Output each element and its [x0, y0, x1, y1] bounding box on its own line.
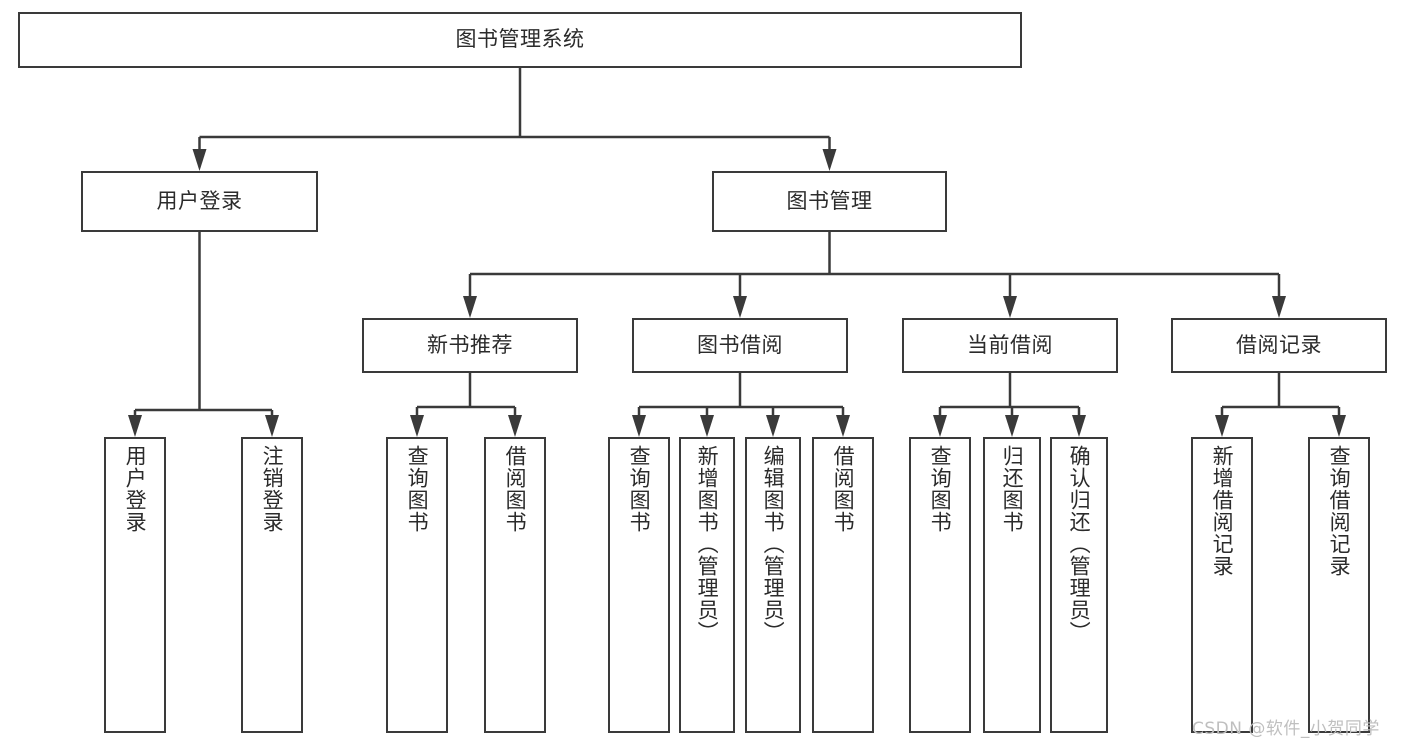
arrowhead-l3-new-book-rec — [463, 296, 477, 318]
arrowhead-leaf-confirm-return — [1072, 415, 1086, 437]
arrowhead-leaf-edit-book — [766, 415, 780, 437]
node-label: 借阅记录 — [1236, 332, 1322, 357]
node-leaf-query-book-1[interactable]: 查询图书 — [386, 437, 448, 733]
node-label: 查询图书 — [627, 445, 652, 533]
node-root[interactable]: 图书管理系统 — [18, 12, 1022, 68]
node-label: 借阅图书 — [831, 445, 856, 533]
arrowhead-leaf-user-login — [128, 415, 142, 437]
node-leaf-query-record[interactable]: 查询借阅记录 — [1308, 437, 1370, 733]
arrowhead-l3-current-borrow — [1003, 296, 1017, 318]
node-l3-borrow-record[interactable]: 借阅记录 — [1171, 318, 1387, 373]
arrowhead-leaf-query-record — [1332, 415, 1346, 437]
node-leaf-borrow-book-1[interactable]: 借阅图书 — [484, 437, 546, 733]
node-label: 用户登录 — [123, 445, 148, 533]
node-l2-user-login[interactable]: 用户登录 — [81, 171, 318, 232]
node-label: 当前借阅 — [967, 332, 1053, 357]
node-leaf-confirm-return[interactable]: 确认归还（管理员） — [1050, 437, 1108, 733]
arrowhead-l2-book-mgmt — [822, 149, 837, 171]
node-leaf-add-book[interactable]: 新增图书（管理员） — [679, 437, 735, 733]
node-label: 新增图书（管理员） — [695, 445, 720, 643]
node-label: 新增借阅记录 — [1210, 445, 1235, 577]
arrowhead-leaf-borrow-book-2 — [836, 415, 850, 437]
node-leaf-query-book-2[interactable]: 查询图书 — [608, 437, 670, 733]
node-label: 用户登录 — [156, 188, 243, 213]
node-label: 图书借阅 — [697, 332, 783, 357]
csdn-watermark: CSDN @软件_小贺同学 — [1192, 719, 1380, 739]
node-label: 编辑图书（管理员） — [761, 445, 786, 643]
arrowhead-leaf-query-book-3 — [933, 415, 947, 437]
arrowhead-leaf-add-book — [700, 415, 714, 437]
node-label: 借阅图书 — [503, 445, 528, 533]
arrowhead-leaf-add-record — [1215, 415, 1229, 437]
node-leaf-add-record[interactable]: 新增借阅记录 — [1191, 437, 1253, 733]
node-label: 查询图书 — [405, 445, 430, 533]
node-leaf-edit-book[interactable]: 编辑图书（管理员） — [745, 437, 801, 733]
node-leaf-user-logout[interactable]: 注销登录 — [241, 437, 303, 733]
edge-group — [128, 68, 1346, 437]
node-label: 查询图书 — [928, 445, 953, 533]
node-leaf-user-login[interactable]: 用户登录 — [104, 437, 166, 733]
arrowhead-leaf-return-book — [1005, 415, 1019, 437]
arrowhead-leaf-query-book-2 — [632, 415, 646, 437]
node-l3-book-borrow[interactable]: 图书借阅 — [632, 318, 848, 373]
arrowhead-leaf-borrow-book-1 — [508, 415, 522, 437]
node-leaf-borrow-book-2[interactable]: 借阅图书 — [812, 437, 874, 733]
node-leaf-query-book-3[interactable]: 查询图书 — [909, 437, 971, 733]
node-l3-new-book-rec[interactable]: 新书推荐 — [362, 318, 578, 373]
node-label: 确认归还（管理员） — [1067, 445, 1092, 643]
arrowhead-leaf-query-book-1 — [410, 415, 424, 437]
node-l2-book-mgmt[interactable]: 图书管理 — [712, 171, 947, 232]
arrowhead-l3-borrow-record — [1272, 296, 1286, 318]
node-label: 图书管理 — [786, 188, 873, 213]
arrowhead-l2-user-login — [192, 149, 207, 171]
node-label: 归还图书 — [1000, 445, 1025, 533]
node-label: 新书推荐 — [427, 332, 513, 357]
node-leaf-return-book[interactable]: 归还图书 — [983, 437, 1041, 733]
arrowhead-l3-book-borrow — [733, 296, 747, 318]
node-label: 查询借阅记录 — [1327, 445, 1352, 577]
node-l3-current-borrow[interactable]: 当前借阅 — [902, 318, 1118, 373]
node-label: 图书管理系统 — [455, 27, 585, 52]
node-label: 注销登录 — [260, 445, 285, 533]
arrowhead-leaf-user-logout — [265, 415, 279, 437]
